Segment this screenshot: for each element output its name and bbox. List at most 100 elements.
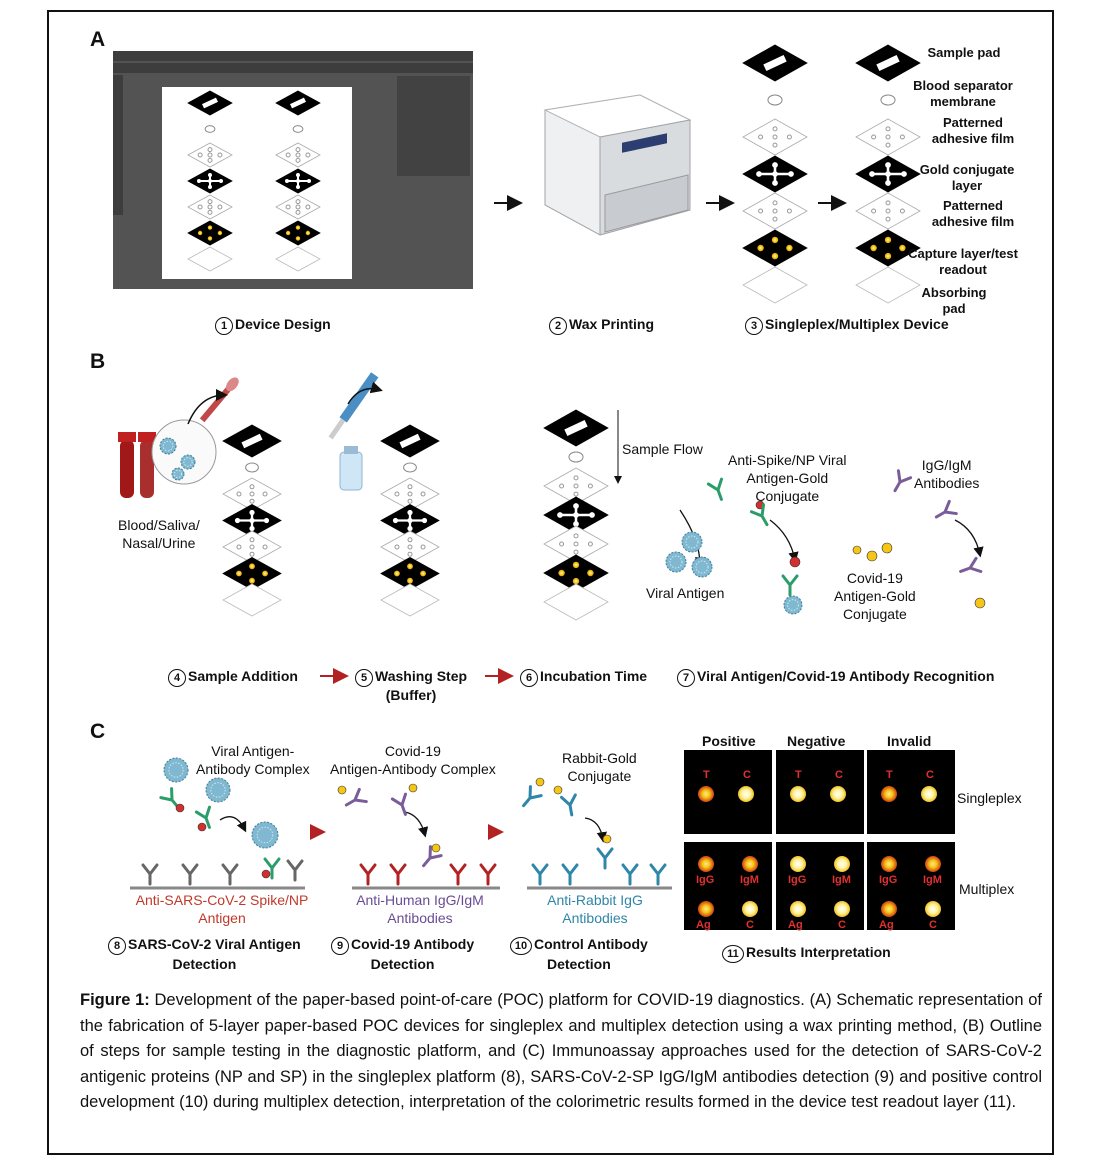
test-spot	[285, 230, 291, 236]
adhesive-hole	[758, 208, 764, 214]
col-invalid: Invalid	[887, 733, 932, 749]
test-spot	[771, 252, 779, 260]
adhesive-hole	[587, 483, 593, 489]
sample-window	[241, 433, 263, 449]
control-bar	[113, 63, 473, 73]
conjugate-pad	[296, 173, 300, 177]
multiplex-result-0	[684, 842, 772, 930]
multiplex-result-2	[867, 842, 955, 930]
panel-letter-b: B	[90, 350, 106, 373]
conjugate-pad	[249, 525, 255, 532]
multiplex-spot	[881, 856, 897, 872]
capture-layer	[187, 220, 233, 246]
separator-membrane-layer	[403, 462, 417, 473]
antibody-icon	[286, 859, 304, 882]
t-spot	[698, 786, 714, 802]
adhesive-hole	[305, 204, 311, 210]
panel-letter-c: C	[90, 720, 106, 743]
conjugate-pad	[407, 525, 413, 532]
multi-label-0-3: C	[746, 919, 754, 931]
adhesive-hole	[217, 204, 223, 210]
separator-membrane-layer	[568, 451, 584, 463]
test-spot	[197, 230, 203, 236]
viral-antigen-3	[691, 556, 713, 578]
adhesive-hole	[772, 216, 778, 222]
viral-antigen-2	[665, 551, 687, 573]
test-spot	[884, 236, 892, 244]
separator-membrane-layer	[767, 94, 783, 106]
absorbing-pad-layer	[380, 583, 440, 617]
adhesive-hole	[249, 537, 255, 543]
buffer-vial	[339, 446, 363, 491]
test-spot	[870, 244, 877, 252]
figure-caption: Figure 1: Development of the paper-based…	[80, 988, 1042, 1116]
sample-window	[399, 433, 421, 449]
adhesive-hole	[758, 134, 764, 140]
test-spot	[262, 570, 268, 577]
igg-antibody-1	[893, 469, 913, 493]
conjugate-pad	[208, 173, 212, 177]
test-spot	[757, 244, 764, 252]
adhesive-hole	[394, 544, 400, 550]
dot	[261, 869, 271, 879]
conjugate-pad	[772, 171, 778, 177]
adhesive-film-layer	[275, 142, 321, 168]
conjugate-pad	[208, 185, 212, 189]
adhesive-hole	[394, 491, 400, 497]
antibody-icon	[344, 787, 368, 807]
multi-label-0-0: IgG	[696, 874, 715, 886]
anti-spike-label: Anti-Spike/NP Viral Antigen-Gold Conjuga…	[728, 452, 847, 504]
antibody-icon	[522, 785, 543, 808]
c-virus-3	[251, 821, 279, 849]
adhesive-hole	[295, 204, 301, 210]
adhesive-hole	[885, 208, 891, 214]
label-t-0: T	[703, 769, 710, 781]
capture-ab-0	[141, 863, 159, 886]
pipette	[328, 372, 379, 440]
adhesive-hole	[285, 204, 291, 210]
capture-ab-2	[221, 863, 239, 886]
conjugate-pad	[869, 171, 875, 177]
separator-membrane-layer	[292, 125, 304, 133]
adhesive-film-layer	[742, 192, 808, 230]
conjugate-pad	[219, 179, 223, 183]
test-spot	[899, 244, 906, 252]
adhesive-hole	[295, 152, 301, 158]
test-spot	[407, 563, 413, 570]
label-c-0: C	[743, 769, 751, 781]
conjugate-pad	[307, 179, 311, 183]
anti-human-ab-3	[479, 863, 497, 886]
sample-window	[290, 97, 306, 109]
multiplex-spot	[790, 856, 806, 872]
test-spot	[394, 570, 400, 577]
multiplex-spot	[881, 901, 897, 917]
igg-antibody-3	[959, 556, 983, 573]
adhesive-hole	[262, 544, 268, 550]
adhesive-film-layer	[187, 142, 233, 168]
adhesive-film-layer	[187, 194, 233, 220]
adhesive-hole	[207, 209, 213, 215]
conjugate-pad	[392, 517, 399, 524]
adhesive-hole	[420, 491, 426, 497]
absorbing-pad-layer	[275, 246, 321, 272]
adhesive-hole	[197, 204, 203, 210]
label-t-2: T	[886, 769, 893, 781]
adhesive-hole	[885, 216, 891, 222]
antibody-icon	[560, 793, 577, 817]
absorbing-pad-layer	[543, 583, 609, 621]
adhesive-hole	[587, 541, 593, 547]
properties-panel	[397, 76, 470, 176]
test-spot	[249, 577, 255, 584]
adhesive-hole	[262, 491, 268, 497]
conjugate-pad	[573, 512, 579, 518]
capture2-label: Anti-Human IgG/IgM Antibodies	[356, 892, 484, 926]
multi-label-0-2: Ag	[696, 919, 711, 931]
adhesive-film-layer	[855, 192, 921, 230]
adhesive-hole	[249, 498, 255, 504]
test-spot	[295, 236, 301, 241]
layer-label-1: Blood separator membrane	[913, 78, 1013, 109]
